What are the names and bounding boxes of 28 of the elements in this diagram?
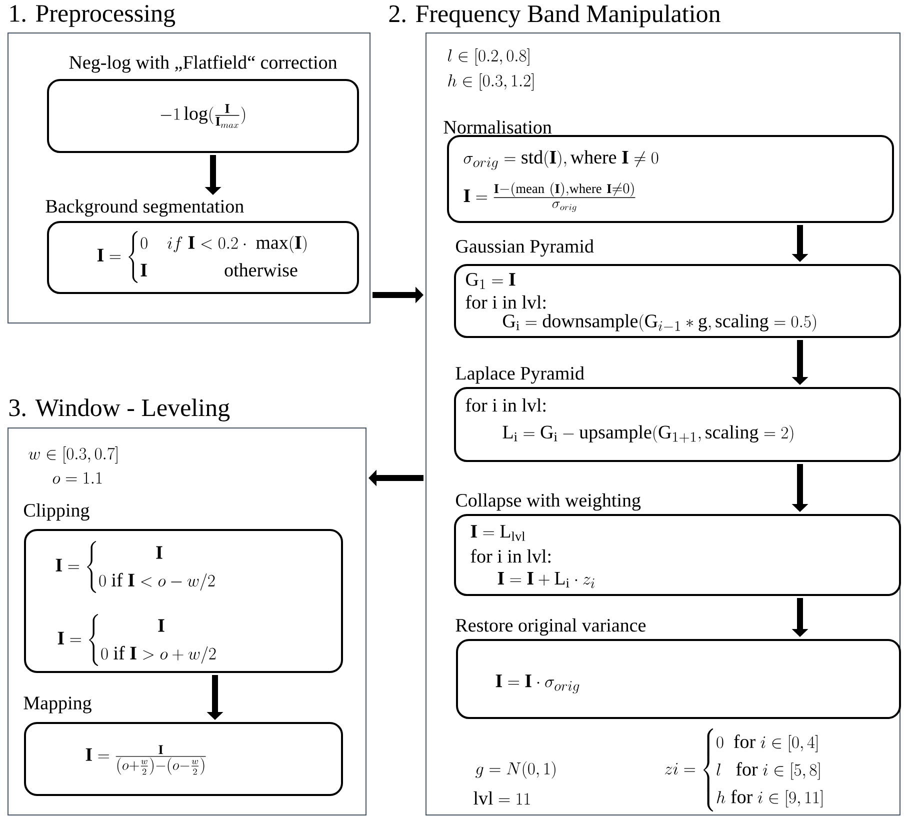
formula-box: $\mathbf{I} = \begin{cases} \qquad\quad\mathbf{I} \\ 0\ \mathrm{if}\ \mathbf{I} < o - w/2 \end{cases}$ $\mathbf{I} = \begin{cases} \qquad\quad\mathbf{I} \\ 0\ \mathrm{if}\ \mathbf{I} > o + w/2 \end{cases}$ xyxy=(24,529,343,673)
formula-label: $zi = \begin{cases} 0\ \ \mathrm{for}\ i \in [0,4] \\ l\ \ \ \mathrm{for}\ i \in [5,8] \\ h\ \mathrm{for}\ i \in [9,11] \end{cases}$ xyxy=(664,728,822,812)
formula-box: $\mathbf{I} = \mathbf{I} \cdot \sigma_{orig}$ xyxy=(456,639,901,719)
panel-heading: 1. Preprocessing xyxy=(10,5,176,27)
formula-box: $\sigma_{orig} = \mathrm{std}(\mathbf{I}), \mathrm{where}\ \mathbf{I} \neq 0$ $\mathbf{I} = \frac{\mathbf{I} - (\mathrm{mean}\ (\mathbf{I}), \mathrm{where}\ \mathbf{I} \neq 0)}{\sigma_{orig}}$ xyxy=(447,135,894,223)
step-heading: Mapping xyxy=(24,696,92,714)
formula-box: $\mathbf{I} = \mathrm{L_{lvl}}$ for i in lvl: $\mathbf{I} = \mathbf{I} + \mathrm{L_i} \cdot z_i$ xyxy=(454,514,901,596)
formula-label: $o = 1.1$ xyxy=(52,472,102,484)
formula-box: for i in lvl: $\mathrm{L_i} = \mathrm{G_i} - \mathrm{upsample}(\mathrm{G}_{1+1}, \mathrm{scaling} = 2)$ xyxy=(454,387,901,462)
formula-box: $-1\log(\frac{\mathbf{I}}{\mathbf{I}_{max}})$ xyxy=(47,79,359,153)
step-heading: Normalisation xyxy=(444,120,552,134)
formula-box: $\mathbf{I} = \frac{\mathbf{I}}{\left(o+\frac{w}{2}\right)-\left(o-\frac{w}{2}\right)}$ xyxy=(24,722,343,796)
step-heading: Clipping xyxy=(24,503,90,521)
step-heading: Collapse with weighting xyxy=(456,493,641,511)
step-heading: Laplace Pyramid xyxy=(456,366,584,384)
formula-label: $h \in [0.3, 1.2]$ xyxy=(448,73,534,91)
formula-label: $w \in [0.3, 0.7]$ xyxy=(28,446,118,464)
step-heading: Restore original variance xyxy=(456,618,646,636)
formula-box: $\mathrm{G}_1 = \mathbf{I}$ for i in lvl: $\mathrm{G_i} = \mathrm{downsample}(\mathrm{G}_{i-1} * \mathrm{g}, \mathrm{scaling} = 0.5)$ xyxy=(454,264,901,338)
formula-label: $l \in [0.2, 0.8]$ xyxy=(448,48,530,66)
step-heading: Gaussian Pyramid xyxy=(456,239,594,257)
formula-box: $\mathbf{I} = \begin{cases} 0 & if\ \mathbf{I} < 0.2\cdot\ \max(\mathbf{I}) \\ \mathbf{I} & \qquad\quad\mathrm{otherwise} \end{cases}$ xyxy=(47,221,359,294)
panel-heading: 3. Window - Leveling xyxy=(9,398,230,422)
formula-label: $g = N(0,1)$ xyxy=(476,761,556,779)
formula-label: $\mathrm{lvl} = 11$ xyxy=(474,791,530,805)
step-heading: Background segmentation xyxy=(46,199,244,217)
panel-heading: 2. Frequency Band Manipulation xyxy=(389,4,720,28)
step-heading: Neg-log with „Flatfield“ correction xyxy=(69,55,338,73)
